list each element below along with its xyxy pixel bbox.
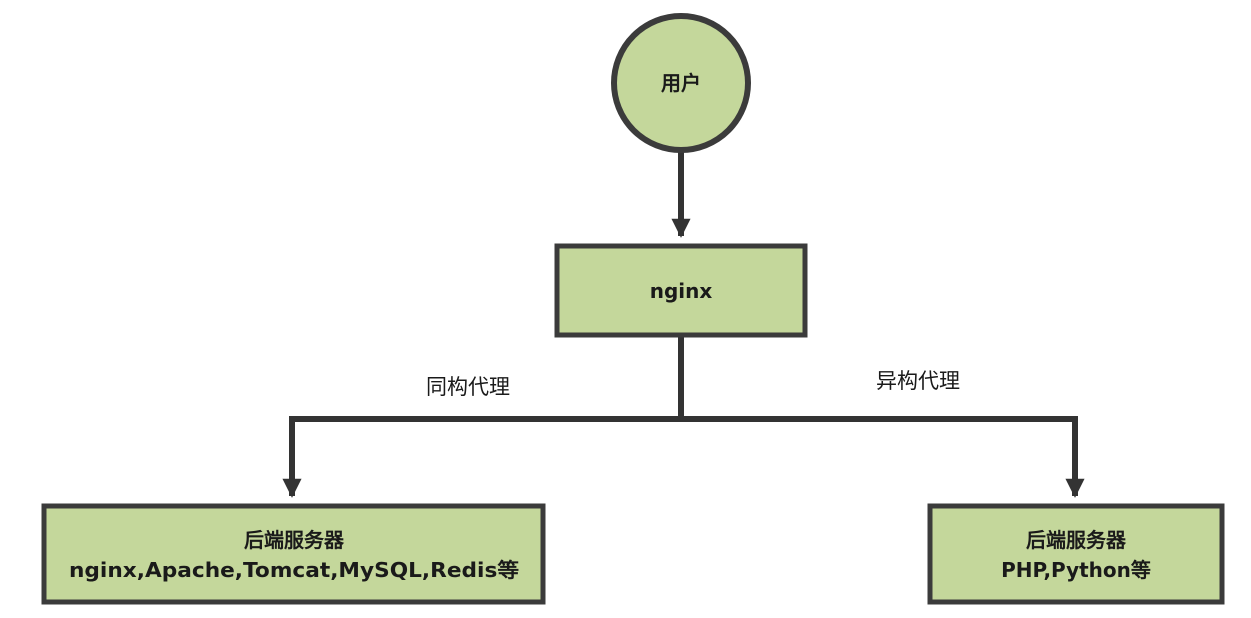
node-user-label: 用户 [661,71,701,95]
node-backend-left-shape [41,503,546,605]
edge-nginx-to-backend-right [681,416,1085,498]
node-backend-right-title: 后端服务器 [1026,528,1127,552]
node-backend-right: 后端服务器 PHP,Python等 [927,503,1225,605]
node-user: 用户 [611,13,751,153]
node-backend-left-title: 后端服务器 [244,528,345,552]
node-nginx: nginx [554,243,808,338]
edge-label-homogeneous-proxy: 同构代理 [426,375,510,399]
node-backend-left-detail: nginx,Apache,Tomcat,MySQL,Redis等 [69,558,519,582]
node-user-shape [611,13,751,153]
node-backend-right-detail: PHP,Python等 [1001,558,1151,582]
node-backend-right-shape [927,503,1225,605]
edges [282,152,1085,498]
node-nginx-label: nginx [650,279,713,303]
edge-nginx-to-backend-left [282,416,681,498]
node-backend-left: 后端服务器 nginx,Apache,Tomcat,MySQL,Redis等 [41,503,546,605]
node-nginx-shape [554,243,808,338]
edge-label-heterogeneous-proxy: 异构代理 [876,369,960,393]
